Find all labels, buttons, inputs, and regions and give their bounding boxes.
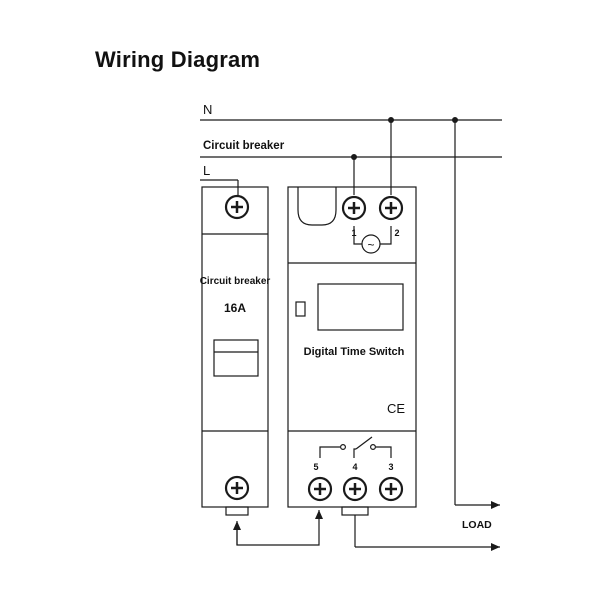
supply-symbol-label: ~ <box>367 238 374 252</box>
load-label: LOAD <box>462 519 492 531</box>
terminal-4-label: 4 <box>352 462 357 472</box>
breaker-line-label: Circuit breaker <box>203 140 285 152</box>
timer-terminal-3 <box>378 476 404 502</box>
supply-symbol <box>361 234 381 254</box>
live-label: L <box>203 163 210 178</box>
terminal-3-label: 3 <box>388 462 393 472</box>
supply-lead-1 <box>353 226 362 245</box>
timer-button <box>295 301 306 317</box>
ce-mark: CE <box>387 401 405 416</box>
neutral-label: N <box>203 102 212 117</box>
breaker-top-terminal <box>224 194 250 220</box>
timer-terminal-4 <box>342 476 368 502</box>
terminals <box>224 194 404 502</box>
breaker-bottom-terminal <box>224 475 250 501</box>
terminal-1-label: 1 <box>351 228 356 238</box>
breaker-handle <box>213 339 259 377</box>
junction-neutral-load <box>452 117 458 123</box>
junction-breaker-1 <box>351 154 357 160</box>
breaker-clip <box>225 506 249 516</box>
relay-contact-5 <box>340 444 347 451</box>
timer-label: Digital Time Switch <box>304 346 405 358</box>
breaker-rating: 16A <box>224 301 246 315</box>
timer-terminal-5 <box>307 476 333 502</box>
timer-terminal-1 <box>341 195 367 221</box>
supply-lead-2 <box>380 226 392 245</box>
terminal-5-label: 5 <box>313 462 318 472</box>
junction-neutral-2 <box>388 117 394 123</box>
timer-notch <box>297 187 337 226</box>
relay-switch-arm <box>355 436 373 450</box>
relay-lead-3 <box>376 446 392 458</box>
timer-display <box>317 283 404 331</box>
relay-contact-3 <box>370 444 377 451</box>
relay-lead-5 <box>319 446 340 458</box>
breaker-to-timer-wire <box>236 510 323 546</box>
relay-lead-4 <box>353 448 356 458</box>
breaker-label: Circuit breaker <box>200 276 271 287</box>
terminal-2-label: 2 <box>394 228 399 238</box>
diagram-title: Wiring Diagram <box>95 47 261 72</box>
timer-terminal-2 <box>378 195 404 221</box>
timer-clip <box>341 506 369 516</box>
